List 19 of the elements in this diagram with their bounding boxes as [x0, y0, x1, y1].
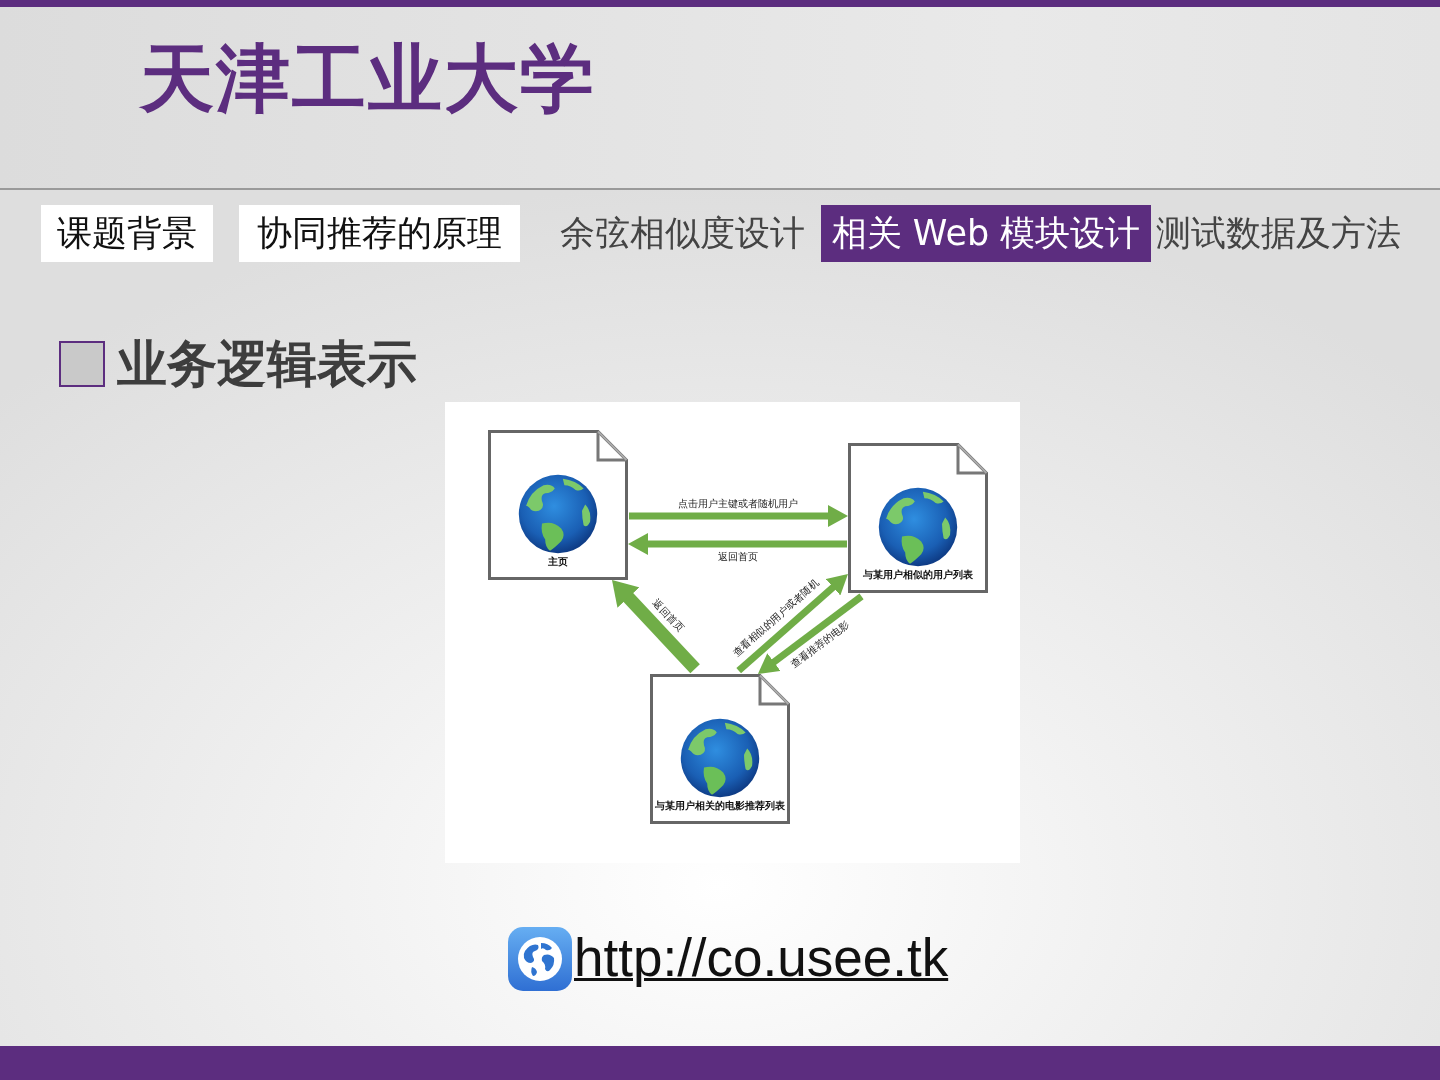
nav-label: 余弦相似度设计	[560, 212, 805, 255]
arrow	[612, 580, 700, 674]
nav-tab: 协同推荐的原理	[239, 205, 520, 262]
edge-label: 点击用户主键或者随机用户	[676, 497, 800, 511]
page-name: 与某用户相似的用户列表	[862, 569, 974, 581]
edge-label: 返回首页	[716, 550, 760, 563]
section-heading: 业务逻辑表示	[117, 334, 417, 394]
page-name: 与某用户相关的电影推荐列表	[654, 800, 786, 812]
document-node	[650, 674, 790, 824]
url-link: http://co.usee.tk	[574, 927, 949, 989]
page-name: 主页	[547, 556, 569, 568]
nav-tab: 课题背景	[41, 205, 213, 262]
arrow	[736, 574, 848, 674]
document-node	[848, 443, 988, 593]
active-nav-tab: 相关 Web 模块设计	[821, 205, 1151, 262]
document-node	[488, 430, 628, 580]
nav-label: 测试数据及方法	[1156, 212, 1401, 255]
university-name: 天津工业大学	[140, 34, 596, 123]
arrow	[757, 593, 864, 674]
